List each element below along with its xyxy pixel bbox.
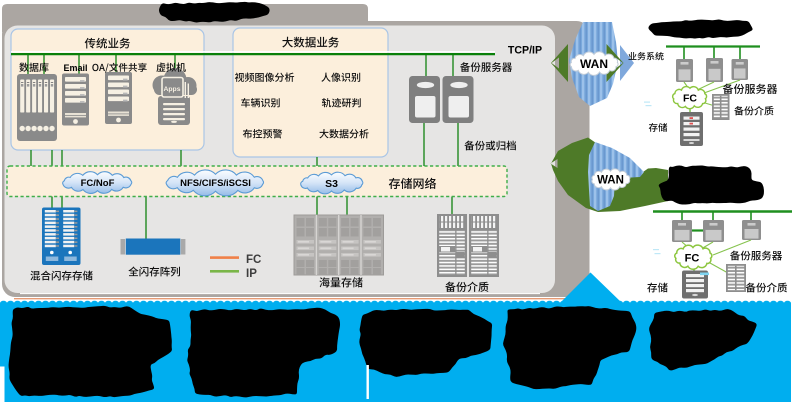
- svg-text:Email: Email: [63, 63, 87, 73]
- svg-text:S3: S3: [325, 178, 338, 190]
- svg-text:TCP/IP: TCP/IP: [508, 45, 542, 57]
- svg-text:Apps: Apps: [164, 86, 181, 93]
- svg-text:FC/NoF: FC/NoF: [81, 178, 115, 189]
- svg-text:FC: FC: [683, 93, 697, 105]
- svg-text:WAN: WAN: [580, 57, 608, 71]
- svg-text:FC: FC: [246, 254, 261, 266]
- svg-text:WAN: WAN: [597, 175, 624, 187]
- svg-text:NFS/CIFS/iSCSI: NFS/CIFS/iSCSI: [180, 178, 251, 189]
- svg-text:FC: FC: [685, 253, 700, 265]
- svg-text:IP: IP: [246, 268, 257, 280]
